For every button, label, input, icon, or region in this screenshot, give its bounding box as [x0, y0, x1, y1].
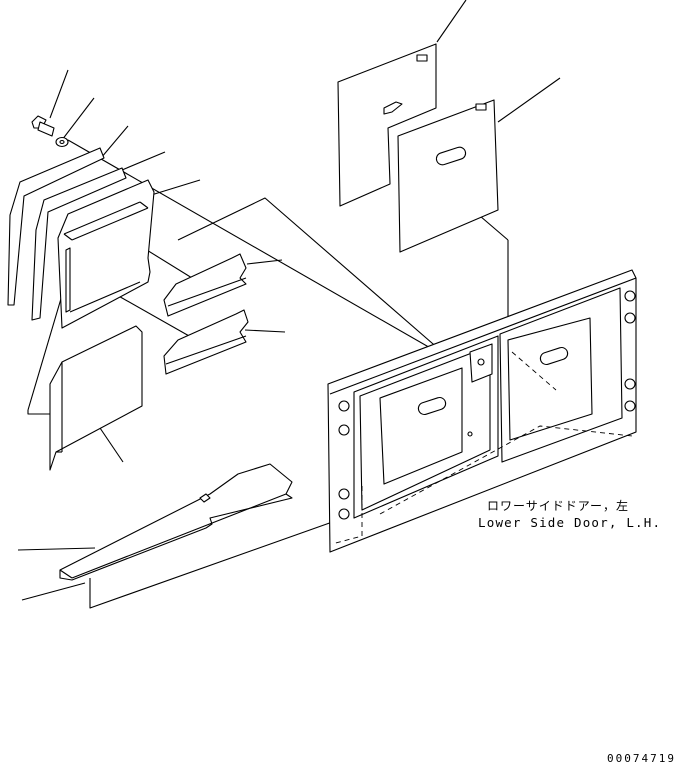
cover-plate-back	[337, 43, 437, 207]
bracket-lower	[163, 309, 249, 375]
mounting-holes	[338, 290, 636, 520]
insulation-pad-lower	[49, 325, 143, 471]
lower-side-door-assembly	[327, 269, 637, 553]
bolt-part	[31, 115, 55, 137]
caption-japanese: ロワーサイドドアー，左	[487, 499, 630, 513]
sill-rail	[59, 463, 293, 581]
cover-plate-front	[397, 99, 499, 253]
washer-part	[55, 136, 69, 148]
drawing-id: 00074719	[607, 752, 676, 765]
insulation-sheet-middle	[31, 167, 127, 321]
insulation-sheet-outer	[7, 147, 105, 306]
bracket-upper	[163, 253, 247, 317]
caption-english: Lower Side Door, L.H.	[478, 515, 662, 530]
inner-panel-frame	[57, 179, 155, 329]
